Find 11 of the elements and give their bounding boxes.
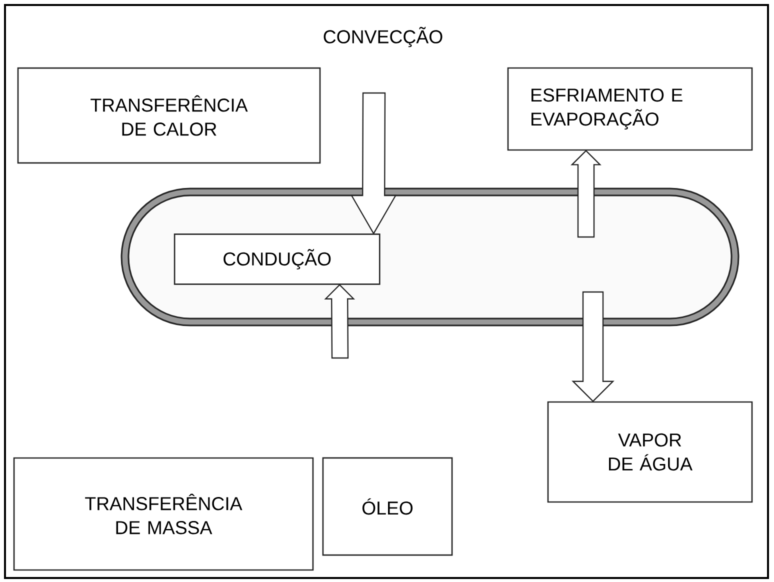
block-arrow [572, 291, 614, 402]
text-box: TRANSFERÊNCIA DE CALOR [17, 67, 321, 164]
text-box: TRANSFERÊNCIA DE MASSA [13, 457, 314, 571]
block-arrow [350, 92, 397, 235]
text-box: ESFRIAMENTO E EVAPORAÇÃO [507, 67, 753, 151]
block-arrow [570, 150, 602, 238]
heading-label: CONVECÇÃO [324, 26, 442, 48]
text-box: VAPOR DE ÁGUA [547, 401, 753, 503]
text-box: CONDUÇÃO [174, 234, 380, 285]
block-arrow [324, 284, 356, 359]
text-box: ÓLEO [322, 457, 453, 556]
